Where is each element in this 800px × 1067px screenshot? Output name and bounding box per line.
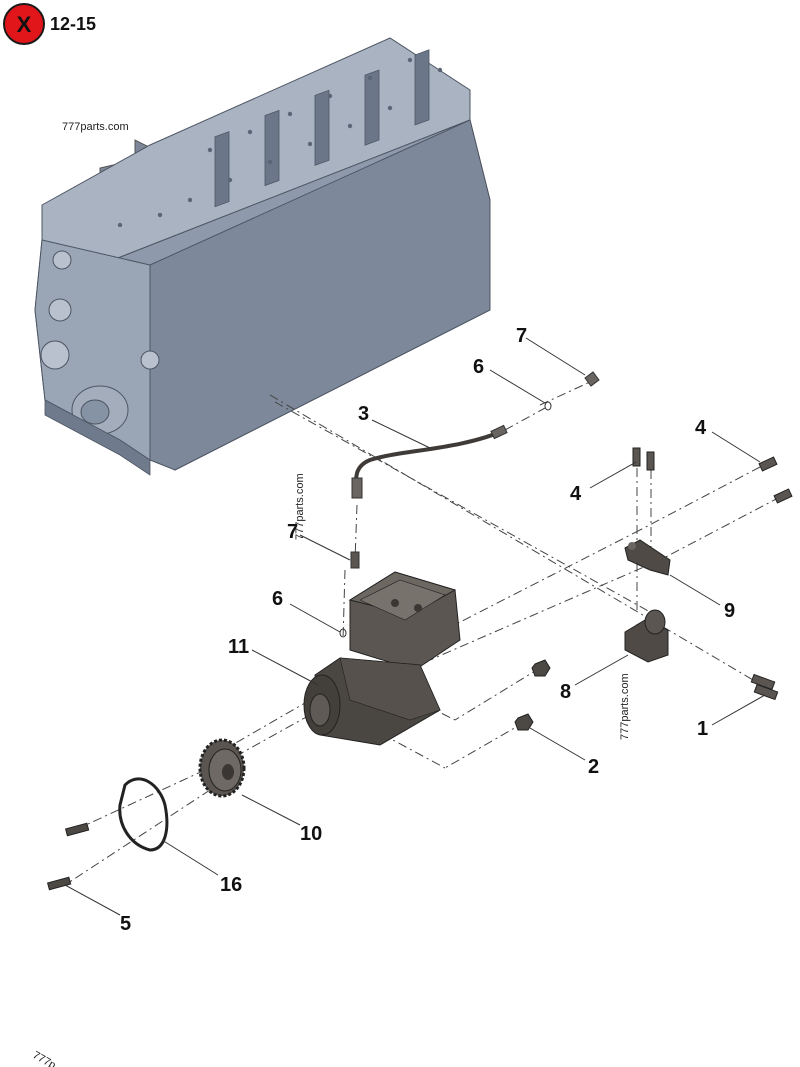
watermarks: 777parts.com 777parts.com 777parts.com 7… <box>31 121 632 1067</box>
callout-4-left: 4 <box>570 483 582 505</box>
badge-letter: X <box>17 12 32 37</box>
callout-8: 8 <box>560 681 571 703</box>
o-ring-lower <box>339 628 347 638</box>
callout-5: 5 <box>120 913 131 935</box>
fitting-lower <box>350 551 360 569</box>
watermark-bottom-left: 777p <box>31 1049 58 1067</box>
callout-11: 11 <box>228 636 249 658</box>
leader-lines <box>64 337 766 916</box>
callout-7-lower: 7 <box>287 521 298 543</box>
callout-16: 16 <box>220 874 242 896</box>
watermark-center: 777parts.com <box>294 473 306 540</box>
air-compressor-illustration <box>303 571 461 746</box>
air-hose-assembly <box>351 424 508 499</box>
callout-2: 2 <box>588 756 599 778</box>
bolt-group <box>632 447 793 701</box>
stud-group <box>46 822 90 891</box>
o-ring-upper <box>544 401 552 411</box>
callout-6-lower: 6 <box>272 588 283 610</box>
callout-4-right: 4 <box>695 417 707 439</box>
callout-7-upper: 7 <box>516 325 527 347</box>
bracket-lower <box>624 609 669 663</box>
callout-9: 9 <box>724 600 735 622</box>
callout-6-upper: 6 <box>473 356 484 378</box>
bracket-upper <box>624 539 671 576</box>
callout-1: 1 <box>697 718 708 740</box>
callout-labels: 7 6 3 4 4 7 6 9 11 8 1 2 10 16 5 <box>120 325 735 935</box>
watermark-top-left: 777parts.com <box>62 121 129 133</box>
assembly-lines <box>64 381 781 886</box>
drive-gear-illustration <box>198 738 246 798</box>
nut-group <box>514 659 551 731</box>
header-badge: X 12-15 <box>3 3 96 45</box>
x-badge-icon <box>3 3 45 45</box>
reference-code: 12-15 <box>50 14 96 34</box>
callout-3: 3 <box>358 403 369 425</box>
callout-10: 10 <box>300 823 322 845</box>
gasket-illustration <box>118 777 169 852</box>
elbow-fitting-upper <box>584 371 600 387</box>
watermark-right: 777parts.com <box>619 673 631 740</box>
engine-block-illustration <box>34 37 491 476</box>
